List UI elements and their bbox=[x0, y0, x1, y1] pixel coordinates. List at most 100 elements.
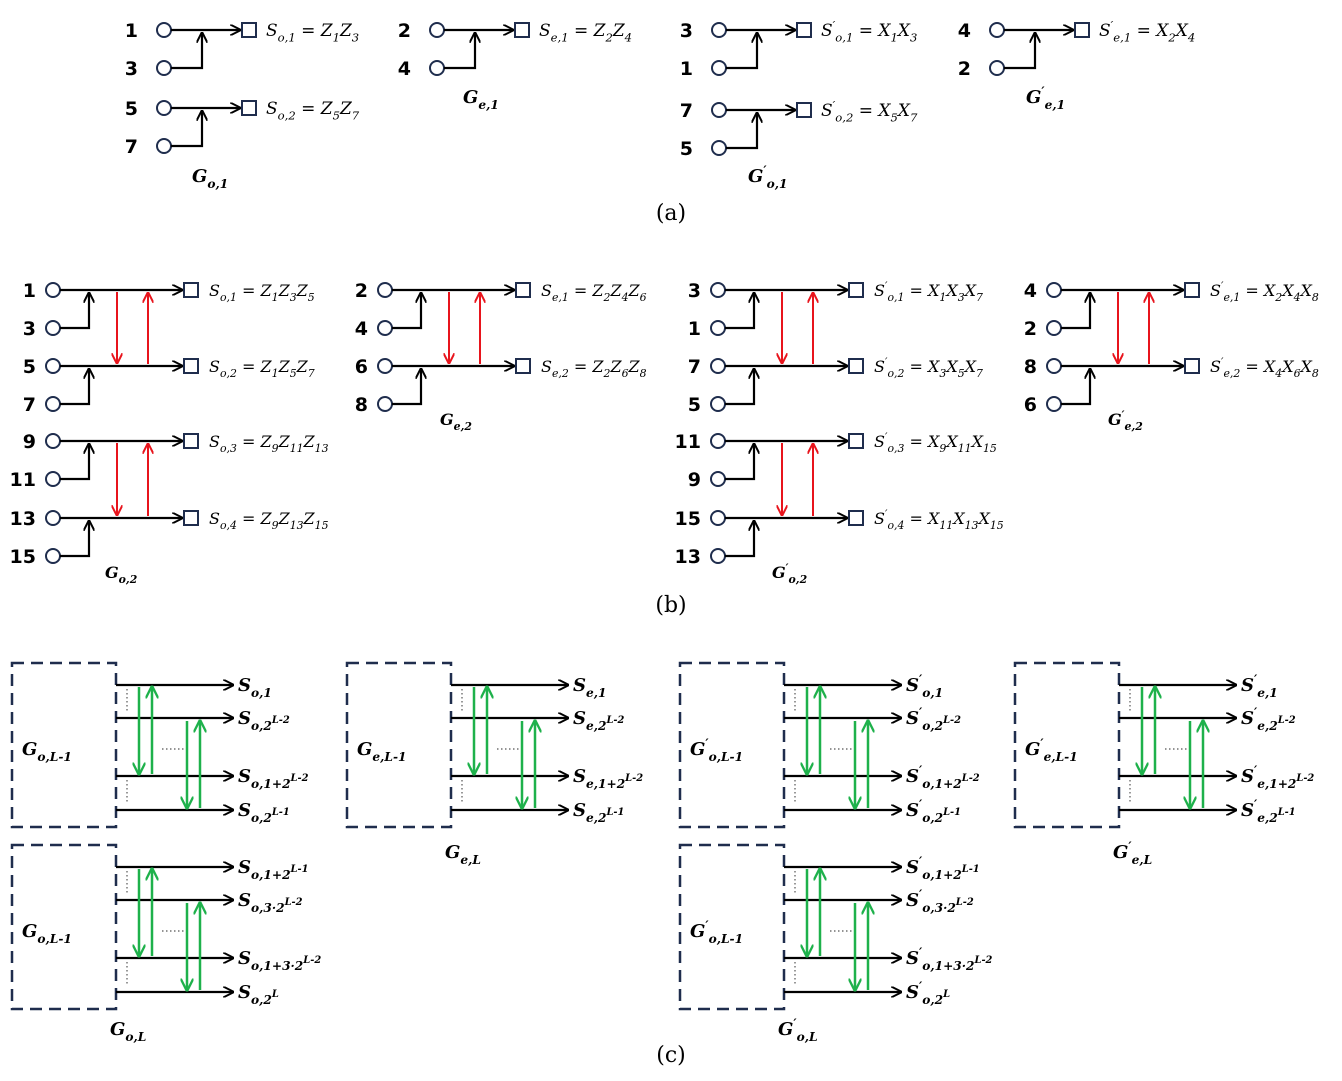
graph-label: Ge,1 bbox=[463, 87, 499, 112]
qubit-node bbox=[377, 320, 393, 336]
cnot-arrow bbox=[60, 293, 89, 330]
ancilla-node bbox=[796, 22, 812, 38]
stabilizer-equation: S′o,1 = X1X3X7 bbox=[874, 279, 983, 304]
qubit-label: 11 bbox=[675, 431, 701, 453]
caption-c: (c) bbox=[656, 1043, 686, 1068]
qubit-node bbox=[156, 60, 172, 76]
cnot-arrow bbox=[392, 293, 421, 330]
stabilizer-equation: S′o,3 = X9X11X15 bbox=[874, 430, 997, 455]
stabilizer-equation: So,2 = Z5Z7 bbox=[266, 99, 360, 122]
cnot-arrow bbox=[725, 444, 754, 481]
output-stabilizer: S′e,1 bbox=[1241, 672, 1278, 699]
ancilla-node bbox=[848, 433, 864, 449]
subgraph-label: G′o,L-1 bbox=[690, 736, 743, 763]
cnot-arrow bbox=[725, 521, 754, 558]
qubit-node bbox=[45, 358, 61, 374]
ancilla-node bbox=[183, 282, 199, 298]
qubit-label: 13 bbox=[10, 508, 36, 530]
ancilla-node bbox=[183, 510, 199, 526]
qubit-node bbox=[45, 320, 61, 336]
qubit-node bbox=[711, 22, 727, 38]
output-stabilizer: Se,2L-1 bbox=[573, 800, 624, 825]
stabilizer-equation: So,1 = Z1Z3 bbox=[266, 21, 359, 44]
output-stabilizer: S′e,2L-1 bbox=[1241, 797, 1296, 824]
qubit-node bbox=[710, 396, 726, 412]
cnot-arrow bbox=[725, 369, 754, 406]
stabilizer-equation: So,3 = Z9Z11Z13 bbox=[209, 432, 329, 455]
ancilla-node bbox=[1184, 358, 1200, 374]
panel-c: Go,L-1So,1So,2L-2So,1+2L-2So,2L-1Go,L-1S… bbox=[10, 661, 1314, 1044]
ancilla-node bbox=[241, 22, 257, 38]
ancilla-node bbox=[796, 102, 812, 118]
qubit-label: 4 bbox=[398, 58, 411, 80]
output-stabilizer: So,1 bbox=[238, 675, 272, 700]
qubit-label: 3 bbox=[23, 318, 36, 340]
qubit-label: 9 bbox=[688, 469, 701, 491]
cnot-arrow bbox=[1061, 293, 1090, 330]
qubit-label: 5 bbox=[23, 356, 36, 378]
output-stabilizer: S′o,1 bbox=[906, 672, 943, 699]
output-stabilizer: S′e,1+2L-2 bbox=[1241, 763, 1314, 790]
stabilizer-equation: S′e,1 = X2X4 bbox=[1099, 18, 1195, 45]
qubit-node bbox=[156, 22, 172, 38]
stabilizer-equation: Se,2 = Z2Z6Z8 bbox=[541, 357, 647, 380]
subgraph-label: Ge,L-1 bbox=[357, 739, 406, 764]
qubit-node bbox=[989, 22, 1005, 38]
qubit-node bbox=[156, 138, 172, 154]
graph-label: Go,2 bbox=[105, 563, 138, 586]
ancilla-node bbox=[848, 510, 864, 526]
qubit-label: 2 bbox=[355, 280, 368, 302]
qubit-label: 3 bbox=[688, 280, 701, 302]
stabilizer-equation: S′o,2 = X3X5X7 bbox=[874, 355, 983, 380]
qubit-label: 1 bbox=[680, 58, 693, 80]
qubit-label: 9 bbox=[23, 431, 36, 453]
qubit-label: 15 bbox=[675, 508, 701, 530]
qubit-label: 2 bbox=[958, 58, 971, 80]
qubit-label: 1 bbox=[688, 318, 701, 340]
qubit-label: 11 bbox=[10, 469, 36, 491]
qubit-node bbox=[710, 358, 726, 374]
output-stabilizer: Se,1 bbox=[573, 675, 606, 700]
graph-label: Ge,2 bbox=[440, 410, 472, 433]
stabilizer-equation: Se,1 = Z2Z4Z6 bbox=[541, 281, 647, 304]
output-stabilizer: S′o,1+2L-2 bbox=[906, 763, 980, 790]
qubit-node bbox=[1046, 358, 1062, 374]
output-stabilizer: So,2L bbox=[238, 982, 279, 1007]
cnot-arrow bbox=[726, 113, 757, 150]
qubit-node bbox=[710, 282, 726, 298]
qubit-label: 7 bbox=[680, 100, 693, 122]
qubit-label: 3 bbox=[125, 58, 138, 80]
qubit-label: 5 bbox=[680, 138, 693, 160]
qubit-label: 8 bbox=[355, 394, 368, 416]
qubit-node bbox=[429, 22, 445, 38]
output-stabilizer: So,1+2L-1 bbox=[238, 857, 308, 882]
qubit-node bbox=[989, 60, 1005, 76]
cnot-arrow bbox=[60, 444, 89, 481]
cnot-arrow bbox=[60, 521, 89, 558]
caption-a: (a) bbox=[656, 201, 686, 226]
qubit-label: 15 bbox=[10, 546, 36, 568]
graph-label: G′o,L bbox=[778, 1016, 818, 1043]
output-stabilizer: S′o,1+2L-1 bbox=[906, 854, 980, 881]
qubit-label: 7 bbox=[23, 394, 36, 416]
ancilla-node bbox=[848, 282, 864, 298]
ancilla-node bbox=[514, 22, 530, 38]
output-stabilizer: Se,2L-2 bbox=[573, 708, 625, 733]
qubit-node bbox=[45, 510, 61, 526]
stabilizer-equation: So,2 = Z1Z5Z7 bbox=[209, 357, 315, 380]
ancilla-node bbox=[848, 358, 864, 374]
qubit-node bbox=[711, 140, 727, 156]
cnot-arrow bbox=[60, 369, 89, 406]
qubit-label: 6 bbox=[1024, 394, 1037, 416]
ancilla-node bbox=[1074, 22, 1090, 38]
output-stabilizer: So,1+2L-2 bbox=[238, 766, 309, 791]
cnot-arrow bbox=[392, 369, 421, 406]
qubit-node bbox=[429, 60, 445, 76]
stabilizer-equation: Se,1 = Z2Z4 bbox=[539, 21, 632, 44]
qubit-node bbox=[45, 282, 61, 298]
qubit-node bbox=[710, 548, 726, 564]
